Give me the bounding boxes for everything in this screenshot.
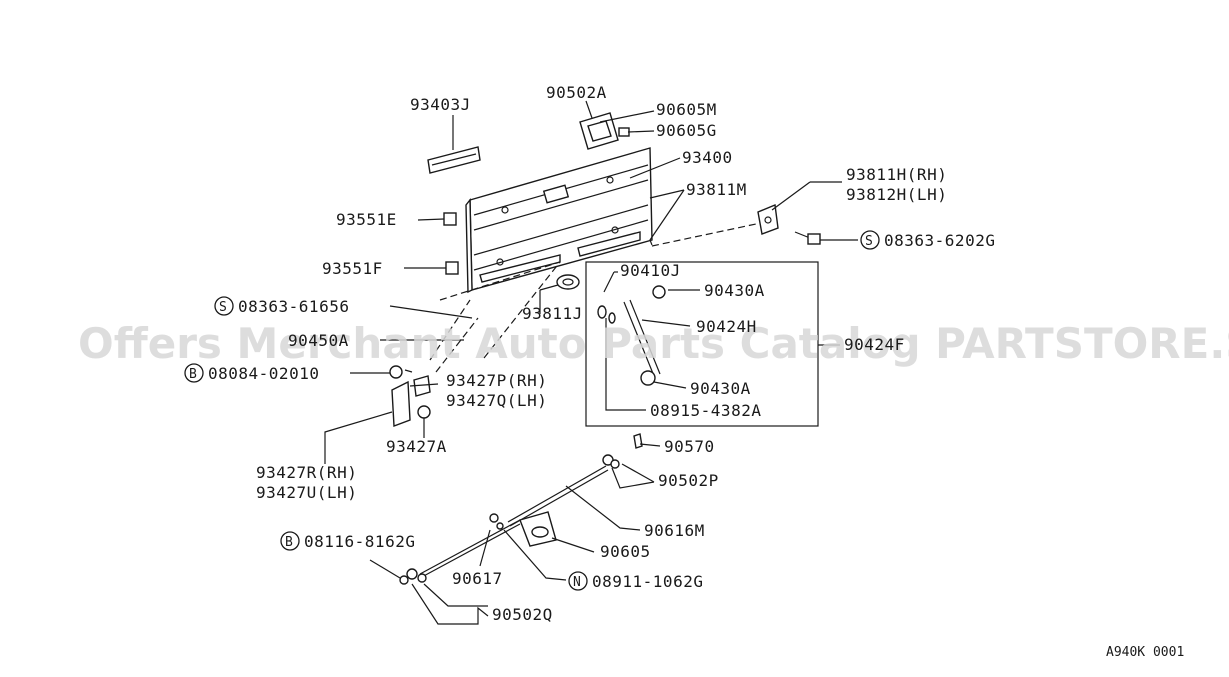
label-08084-02010: 08084-02010: [208, 364, 319, 383]
label-93400: 93400: [682, 148, 733, 167]
label-93427Q: 93427Q(LH): [446, 391, 547, 410]
label-90430A-top: 90430A: [704, 281, 765, 300]
part-93551F-clip: [445, 261, 459, 275]
label-90605G: 90605G: [656, 121, 717, 140]
label-93551F: 93551F: [322, 259, 383, 278]
label-08363-6202G: 08363-6202G: [884, 231, 995, 250]
label-93427A: 93427A: [386, 437, 447, 456]
label-08363-6202G-group: S 08363-6202G: [860, 230, 995, 250]
label-90502P: 90502P: [658, 471, 719, 490]
label-90502Q: 90502Q: [492, 605, 553, 624]
label-93403J: 93403J: [410, 95, 471, 114]
part-93427-hinge: [389, 365, 431, 427]
part-90605G-nut: [618, 127, 630, 137]
phantom-lines: [429, 223, 757, 373]
part-93811J-bumper: [556, 274, 580, 290]
label-93551E: 93551E: [336, 210, 397, 229]
part-90424F-stay: [597, 285, 666, 386]
label-08363-61656-group: S 08363-61656: [214, 296, 349, 316]
label-93812H: 93812H(LH): [846, 185, 947, 204]
label-93427U: 93427U(LH): [256, 483, 357, 502]
part-93811H-bracket: [757, 204, 779, 235]
label-90605: 90605: [600, 542, 651, 561]
label-08911-1062G-group: N 08911-1062G: [568, 571, 703, 591]
label-90430A-bottom: 90430A: [690, 379, 751, 398]
leader-lines: [324, 100, 858, 625]
prefix-b-08116-8162G: B: [285, 535, 293, 550]
label-93811J: 93811J: [522, 304, 583, 323]
watermark-text: Offers Merchant Auto Parts Catalog PARTS…: [78, 319, 1229, 368]
label-93811M: 93811M: [686, 180, 747, 199]
label-08911-1062G: 08911-1062G: [592, 572, 703, 591]
label-90410J: 90410J: [620, 261, 681, 280]
part-08363-6202G-bolt: [794, 231, 821, 245]
label-08915-4382A: 08915-4382A: [650, 401, 761, 420]
label-90424H: 90424H: [696, 317, 757, 336]
label-93427R: 93427R(RH): [256, 463, 357, 482]
label-90424F: 90424F: [844, 335, 905, 354]
label-08084-02010-group: B 08084-02010: [184, 363, 319, 383]
label-08116-8162G: 08116-8162G: [304, 532, 415, 551]
label-08116-8162G-group: B 08116-8162G: [280, 531, 415, 551]
reference-code: A940K 0001: [1106, 645, 1184, 660]
label-90617: 90617: [452, 569, 503, 588]
label-93427P: 93427P(RH): [446, 371, 547, 390]
label-90616M: 90616M: [644, 521, 705, 540]
stay-detail-box: [585, 261, 819, 427]
label-90502A: 90502A: [546, 83, 607, 102]
label-08363-61656: 08363-61656: [238, 297, 349, 316]
part-93551E-clip: [443, 212, 457, 226]
prefix-s-08363-6202G: S: [865, 234, 873, 249]
prefix-s-08363-61656: S: [219, 300, 227, 315]
part-93400-tailgate-panel: [465, 147, 653, 294]
prefix-b-08084-02010: B: [189, 367, 197, 382]
label-93811H: 93811H(RH): [846, 165, 947, 184]
label-90450A: 90450A: [288, 331, 349, 350]
part-lock-rods: [399, 433, 643, 585]
part-90605M-plate: [579, 112, 619, 150]
prefix-n-08911-1062G: N: [573, 575, 581, 590]
part-93403J-drawing: [427, 146, 481, 174]
label-90570: 90570: [664, 437, 715, 456]
label-90605M: 90605M: [656, 100, 717, 119]
